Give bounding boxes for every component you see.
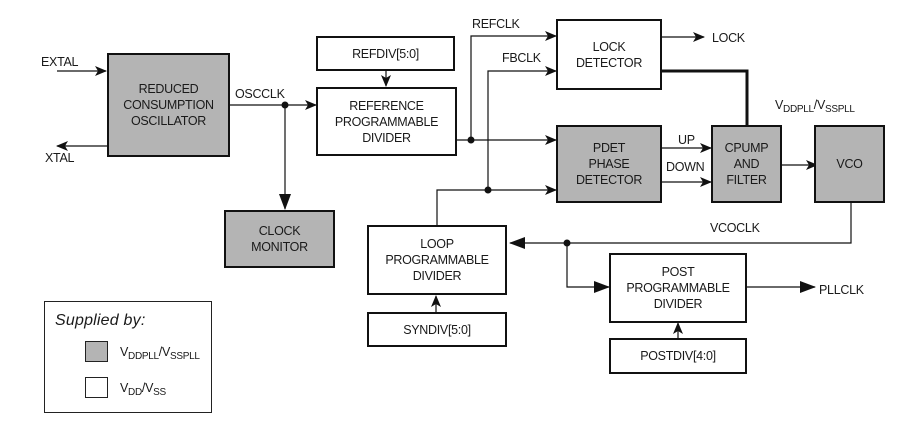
legend-sub2: SS: [153, 387, 166, 398]
legend-swatch-core: [85, 377, 108, 398]
vcoclk-label: VCOCLK: [710, 221, 760, 235]
lock-detector-block: LOCK DETECTOR: [556, 19, 662, 90]
legend-sep: /V: [141, 381, 154, 395]
clock-monitor-block: CLOCK MONITOR: [224, 210, 335, 268]
junction-dot: [281, 101, 289, 109]
lock-label: LOCK: [712, 31, 745, 45]
refclk-label: REFCLK: [472, 17, 520, 31]
cpump-filter-block: CPUMP AND FILTER: [711, 125, 782, 203]
legend-label-pll: VDDPLL/VSSPLL: [120, 345, 200, 362]
phase-detector-block: PDET PHASE DETECTOR: [556, 125, 662, 203]
supply-sub1: DDPLL: [783, 104, 814, 115]
refclk-lock-wire: [470, 31, 557, 140]
postdiv-register: POSTDIV[4:0]: [609, 338, 747, 374]
pll-supply-label: VDDPLL/VSSPLL: [775, 98, 855, 115]
legend-sub2: SSPLL: [170, 351, 200, 362]
vco-block: VCO: [814, 125, 885, 203]
loop-divider-block: LOOP PROGRAMMABLE DIVIDER: [367, 225, 507, 295]
junction-dot: [563, 239, 571, 247]
post-divider-block: POST PROGRAMMABLE DIVIDER: [609, 253, 747, 323]
vcoclk-wire: [509, 202, 852, 249]
xtal-label: XTAL: [45, 151, 75, 165]
oscillator-block: REDUCED CONSUMPTION OSCILLATOR: [107, 53, 230, 157]
fbclk-label: FBCLK: [502, 51, 541, 65]
down-label: DOWN: [666, 160, 705, 174]
legend: Supplied by: VDDPLL/VSSPLL VDD/VSS: [44, 301, 212, 413]
junction-dot: [484, 186, 492, 194]
syndiv-register: SYNDIV[5:0]: [367, 312, 507, 347]
fbclk-lock-wire: [487, 66, 557, 190]
legend-sep: /V: [158, 345, 171, 359]
refdiv-register: REFDIV[5:0]: [316, 36, 455, 71]
legend-v: V: [120, 381, 129, 395]
supply-v: V: [775, 98, 784, 112]
legend-label-core: VDD/VSS: [120, 381, 166, 398]
reference-divider-block: REFERENCE PROGRAMMABLE DIVIDER: [316, 87, 457, 156]
legend-swatch-pll: [85, 341, 108, 362]
pllclk-label: PLLCLK: [819, 283, 864, 297]
oscclk-label: OSCCLK: [235, 87, 285, 101]
legend-title: Supplied by:: [55, 312, 146, 329]
legend-sub1: DDPLL: [128, 351, 159, 362]
extal-label: EXTAL: [41, 55, 79, 69]
lock-control-wire: [661, 69, 749, 125]
post-divider-wire: [566, 243, 610, 293]
up-label: UP: [678, 133, 695, 147]
legend-sub1: DD: [128, 387, 142, 398]
fbclk-pdet-wire: [436, 185, 557, 225]
legend-v: V: [120, 345, 129, 359]
supply-sep: /V: [813, 98, 826, 112]
junction-dot: [467, 136, 475, 144]
supply-sub2: SSPLL: [825, 104, 855, 115]
